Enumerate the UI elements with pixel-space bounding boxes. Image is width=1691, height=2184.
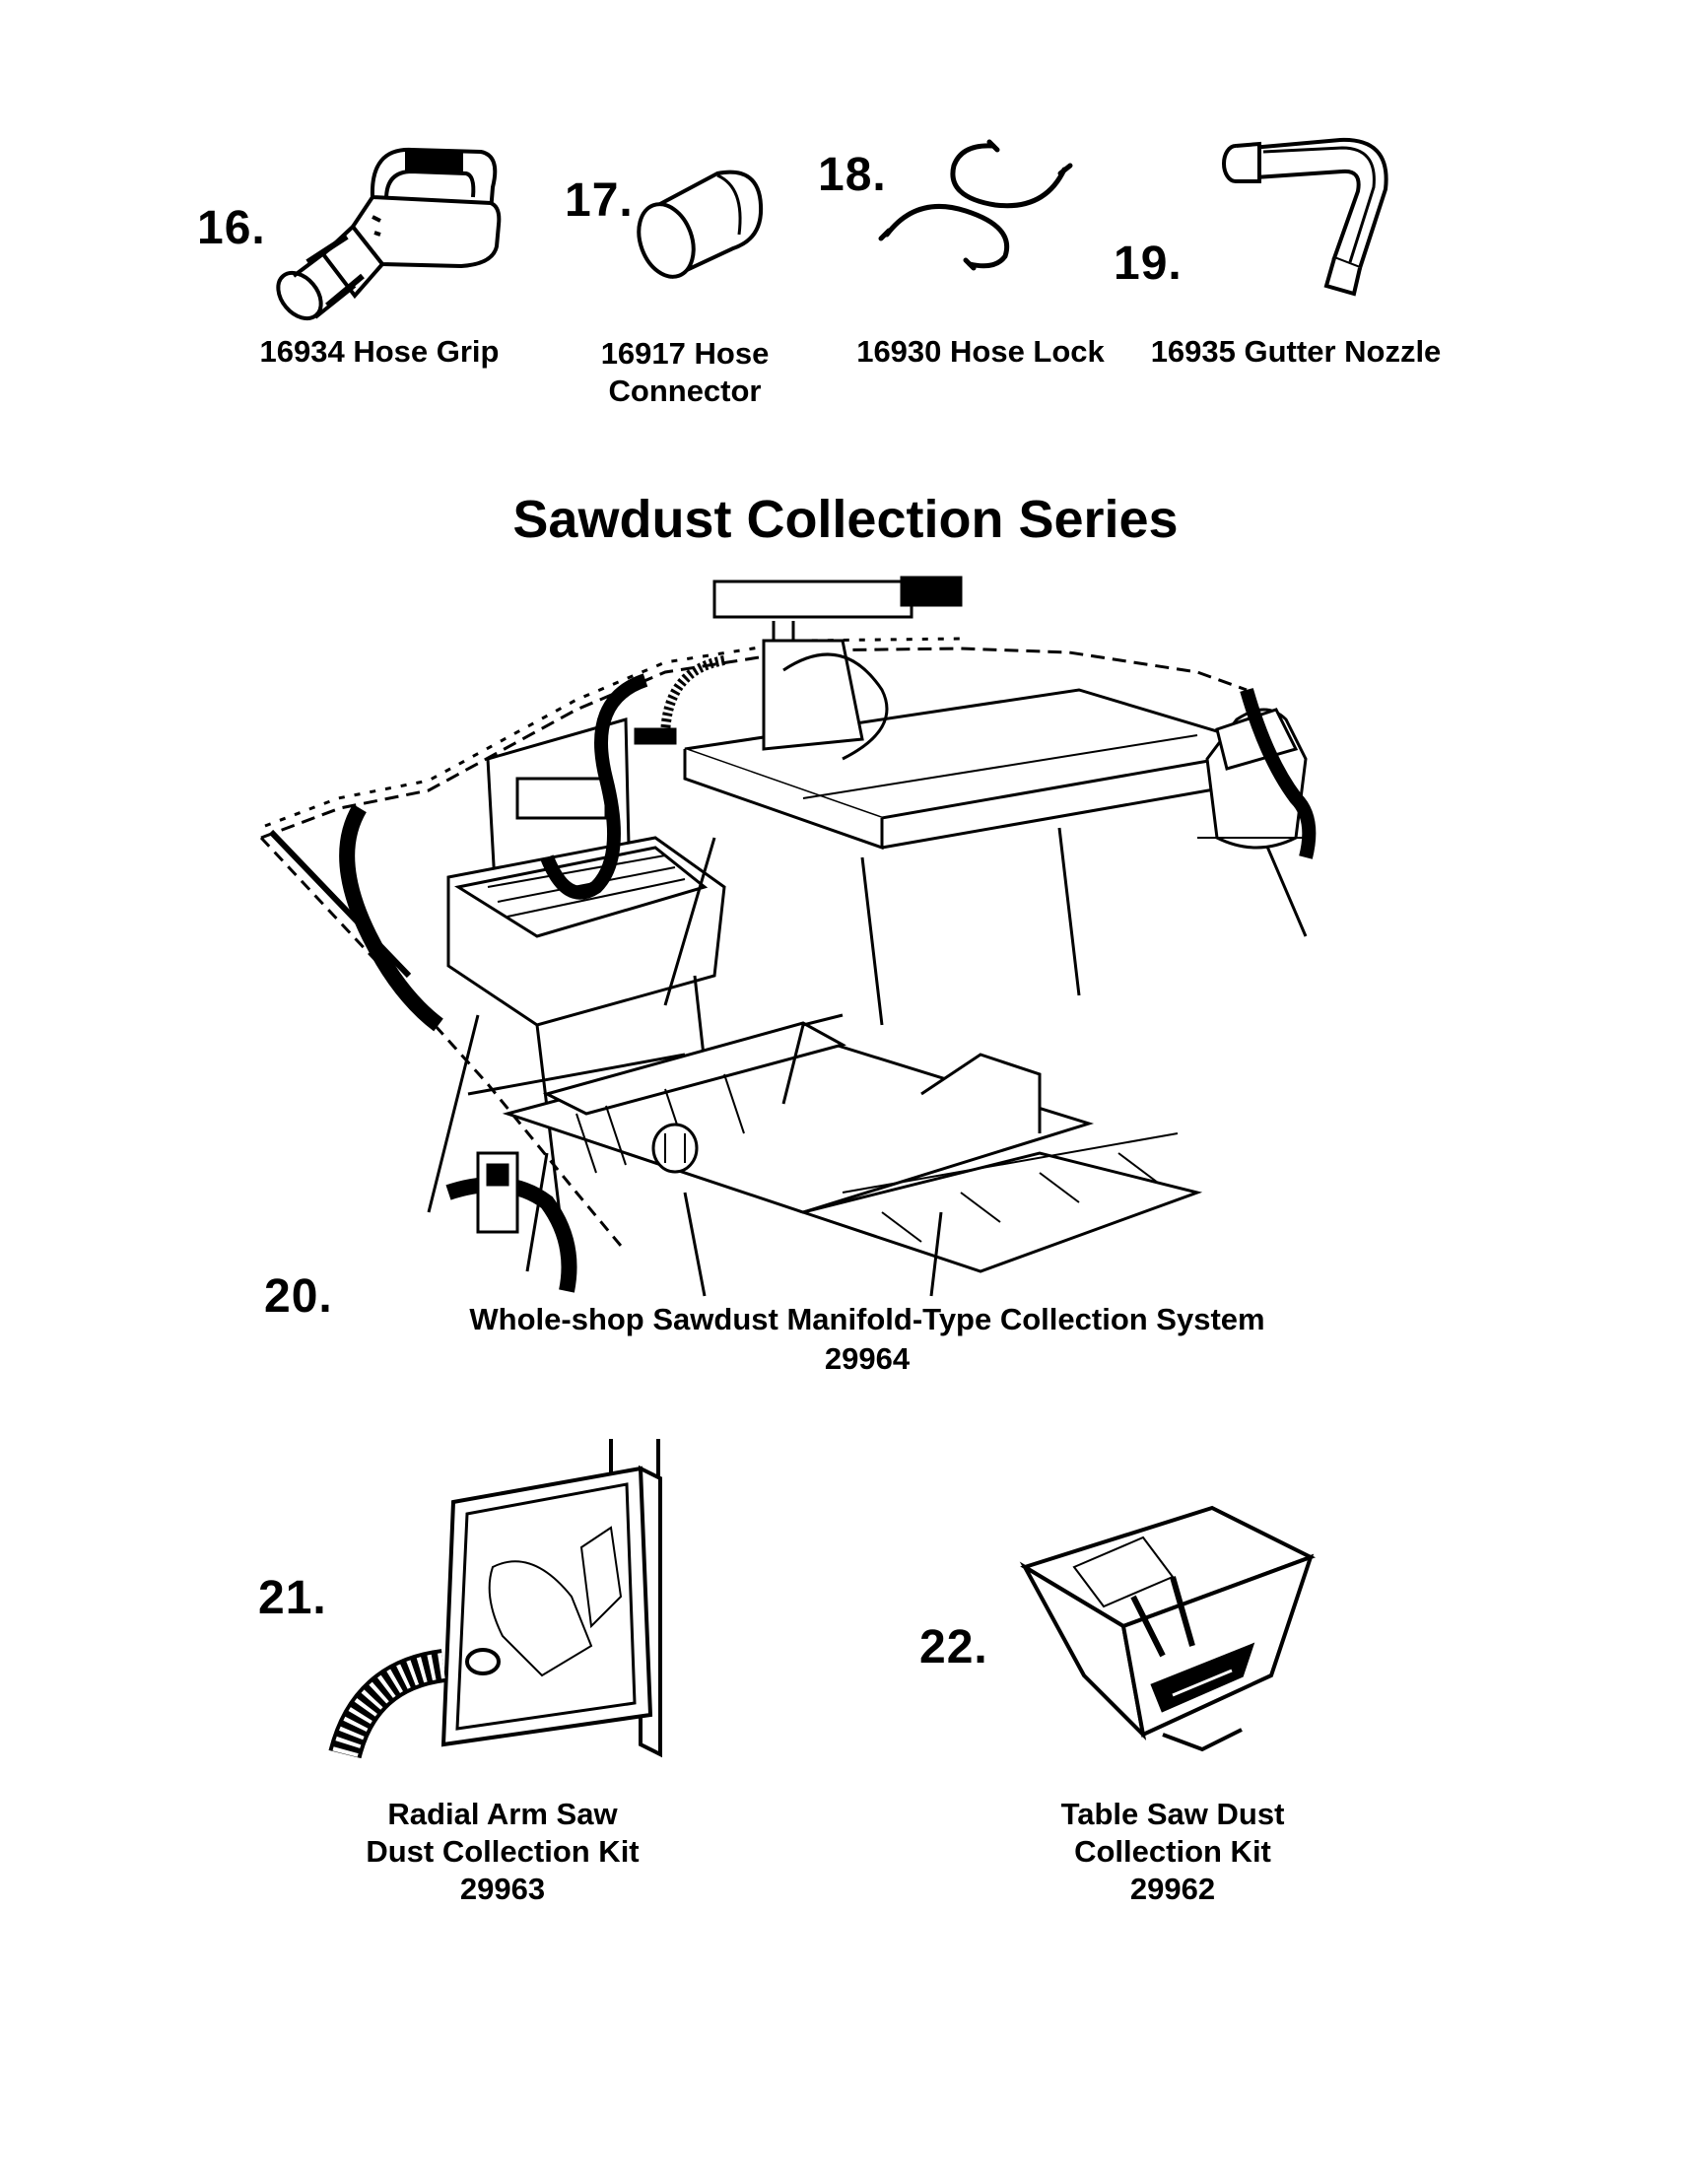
item-18-caption: 16930 Hose Lock [847, 333, 1114, 371]
item-20-part-number: 29964 [824, 1341, 911, 1376]
item-21-part-number: 29963 [459, 1872, 546, 1906]
item-17-caption-line-1: 16917 Hose [600, 336, 770, 371]
radial-arm-saw-dust-kit-illustration [325, 1439, 690, 1774]
item-18-number: 18. [818, 149, 887, 201]
item-20-number: 20. [264, 1270, 333, 1323]
gutter-nozzle-illustration [1212, 130, 1399, 298]
item-22-caption: Table Saw Dust Collection Kit 29962 [995, 1796, 1350, 1908]
item-22-number: 22. [919, 1621, 988, 1673]
item-22-caption-line-2: Collection Kit [1074, 1834, 1271, 1869]
item-21-caption-line-1: Radial Arm Saw [387, 1797, 618, 1831]
item-21-caption: Radial Arm Saw Dust Collection Kit 29963 [325, 1796, 680, 1908]
item-19-caption-line: 16935 Gutter Nozzle [1150, 334, 1442, 369]
item-22-caption-line-1: Table Saw Dust [1060, 1797, 1285, 1831]
series-title: Sawdust Collection Series [512, 490, 1179, 549]
hose-grip-illustration [264, 138, 501, 325]
item-17-caption-line-2: Connector [608, 374, 762, 408]
hose-connector-illustration [631, 166, 769, 284]
item-19-caption: 16935 Gutter Nozzle [1133, 333, 1458, 371]
item-18-caption-line: 16930 Hose Lock [856, 334, 1105, 369]
item-19-number: 19. [1114, 238, 1183, 290]
item-17-caption: 16917 Hose Connector [557, 335, 813, 410]
manifold-collection-system-illustration [251, 562, 1473, 1296]
item-20-caption: Whole-shop Sawdust Manifold-Type Collect… [469, 1302, 1265, 1336]
item-16-caption-line: 16934 Hose Grip [259, 334, 500, 369]
table-saw-dust-kit-illustration [1015, 1498, 1320, 1764]
item-21-caption-line-2: Dust Collection Kit [366, 1834, 640, 1869]
item-16-number: 16. [197, 202, 266, 254]
item-17-number: 17. [565, 174, 634, 227]
hose-lock-illustration [877, 136, 1074, 274]
item-16-caption: 16934 Hose Grip [237, 333, 522, 371]
item-21-number: 21. [258, 1572, 327, 1624]
item-22-part-number: 29962 [1129, 1872, 1216, 1906]
